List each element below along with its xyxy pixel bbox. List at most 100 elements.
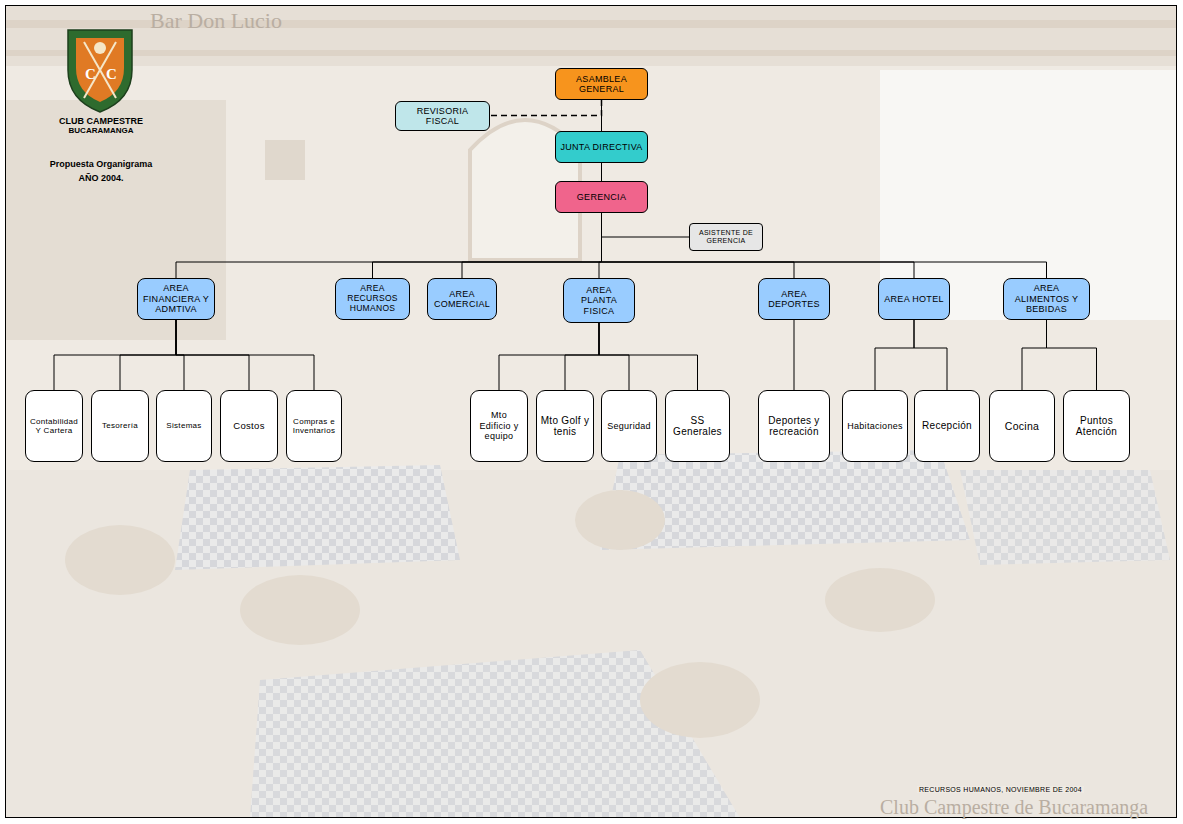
connector — [1022, 320, 1047, 390]
unit-box: Tesorería — [91, 390, 149, 462]
frame — [6, 6, 1177, 818]
governance-box: ASISTENTE DE GERENCIA — [689, 223, 763, 251]
unit-box: Sistemas — [156, 390, 212, 462]
box-label: Puntos Atención — [1067, 415, 1126, 438]
box-label: AREA HOTEL — [882, 294, 946, 304]
governance-box: REVISORIA FISCAL — [395, 101, 490, 131]
box-label: Tesorería — [95, 421, 145, 430]
ceiling-beam — [6, 50, 1176, 56]
connector — [602, 213, 690, 237]
connector — [54, 320, 176, 390]
box-label: AREA ALIMENTOS Y BEBIDAS — [1007, 283, 1086, 314]
box-label: AREA COMERCIAL — [431, 289, 493, 310]
logo-letter: C — [85, 66, 96, 83]
area-box: AREA ALIMENTOS Y BEBIDAS — [1003, 278, 1090, 320]
box-label: REVISORIA FISCAL — [399, 106, 486, 127]
chair — [825, 568, 935, 632]
connector — [875, 320, 914, 390]
chair — [240, 575, 360, 645]
area-box: AREA COMERCIAL — [427, 278, 497, 320]
box-label: JUNTA DIRECTIVA — [559, 142, 644, 152]
box-label: Habitaciones — [846, 421, 904, 431]
area-box: AREA RECURSOS HUMANOS — [335, 278, 410, 320]
governance-box: ASAMBLEA GENERAL — [555, 68, 648, 100]
box-label: AREA PLANTA FISICA — [567, 285, 631, 316]
logo-ball — [94, 42, 106, 54]
connector — [599, 323, 698, 390]
unit-box: Puntos Atención — [1063, 390, 1130, 462]
governance-box: GERENCIA — [555, 181, 648, 213]
box-label: Compras e Inventarios — [290, 417, 338, 435]
connector — [176, 213, 602, 278]
box-label: AREA RECURSOS HUMANOS — [339, 284, 406, 313]
connector — [601, 163, 602, 181]
connector — [176, 320, 314, 390]
connector — [602, 213, 915, 278]
year: AÑO 2004. — [78, 173, 123, 183]
club-city: BUCARAMANGA — [69, 126, 134, 135]
unit-box: Costos — [220, 390, 278, 462]
box-label: AREA DEPORTES — [762, 289, 826, 310]
box-label: Contabilidad Y Cartera — [29, 417, 79, 435]
area-box: AREA PLANTA FISICA — [563, 278, 635, 323]
box-label: Sistemas — [160, 421, 208, 430]
connector — [120, 320, 176, 390]
box-label: AREA FINANCIERA Y ADMTIVA — [141, 283, 211, 314]
chair — [640, 662, 760, 738]
unit-box: Compras e Inventarios — [286, 390, 342, 462]
unit-box: SS Generales — [665, 390, 730, 462]
box-label: Recepción — [918, 420, 976, 432]
unit-box: Seguridad — [601, 390, 657, 462]
connector — [794, 320, 795, 390]
connector — [602, 213, 1047, 278]
unit-box: Habitaciones — [842, 390, 908, 462]
area-box: AREA DEPORTES — [758, 278, 830, 320]
photo-ground — [6, 6, 1176, 818]
connector — [914, 320, 947, 390]
unit-box: Deportes y recreación — [758, 390, 830, 462]
club-name: CLUB CAMPESTRE — [59, 116, 143, 126]
box-label: ASAMBLEA GENERAL — [559, 74, 644, 95]
watermark: Club Campestre de Bucaramanga — [880, 796, 1148, 819]
logo-shield — [68, 30, 132, 112]
logo-inner — [76, 38, 124, 102]
box-label: Seguridad — [605, 421, 653, 431]
unit-box: Cocina — [989, 390, 1055, 462]
connector — [602, 213, 795, 278]
area-box: AREA FINANCIERA Y ADMTIVA — [137, 278, 215, 320]
box-label: Deportes y recreación — [762, 415, 826, 438]
connector — [599, 323, 629, 390]
connector — [462, 213, 602, 278]
chair — [65, 525, 175, 595]
connector — [373, 213, 602, 278]
watermark: Bar Don Lucio — [150, 8, 282, 34]
connector — [1047, 320, 1097, 390]
box-label: Cocina — [993, 420, 1051, 432]
logo-letter: C — [106, 66, 117, 83]
unit-box: Recepción — [914, 390, 980, 462]
governance-box: JUNTA DIRECTIVA — [555, 131, 648, 163]
connector — [565, 323, 599, 390]
box-label: SS Generales — [669, 415, 726, 438]
logo-club — [84, 42, 116, 98]
box-label: Mto Edificio y equipo — [474, 410, 524, 441]
table-cloth — [960, 470, 1170, 565]
dashed-connector — [490, 100, 602, 116]
unit-box: Contabilidad Y Cartera — [25, 390, 83, 462]
chair — [575, 490, 665, 550]
box-label: GERENCIA — [559, 192, 644, 202]
box-label: Mto Golf y tenis — [540, 415, 590, 438]
unit-box: Mto Edificio y equipo — [470, 390, 528, 462]
floor — [6, 470, 1176, 818]
ceiling — [6, 6, 1176, 66]
box-label: Costos — [224, 421, 274, 432]
stone-wall — [6, 100, 226, 340]
title: Propuesta Organigrama — [50, 159, 153, 169]
table-cloth — [175, 465, 460, 570]
connector — [499, 323, 599, 390]
area-box: AREA HOTEL — [878, 278, 950, 320]
unit-box: Mto Golf y tenis — [536, 390, 594, 462]
